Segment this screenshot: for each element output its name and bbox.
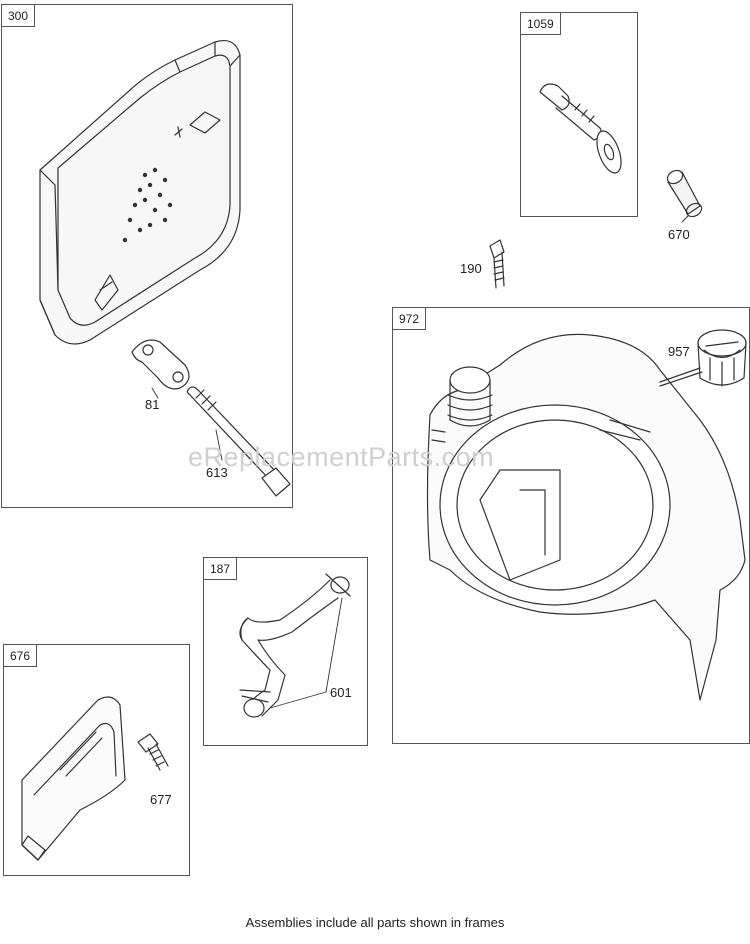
callout-81: 81 [145,397,160,412]
frame-187-label: 187 [203,557,238,580]
breather-tube-drawing [239,573,351,718]
guard-screw-drawing [137,733,169,771]
muffler-drawing [39,39,291,497]
callout-677: 677 [150,792,172,807]
callout-601: 601 [330,685,352,700]
spacer-drawing [666,169,703,218]
frame-1059: 1059 [520,12,638,217]
watermark: eReplacementParts.com [188,442,495,472]
leader-lines [151,215,689,709]
callout-957: 957 [668,344,690,359]
screw-190-drawing [489,239,505,289]
frame-972-label: 972 [392,307,427,330]
frame-300-label: 300 [1,4,36,27]
footer-note: Assemblies include all parts shown in fr… [245,915,505,930]
frame-676: 676 [3,644,190,876]
frame-676-label: 676 [3,644,38,667]
frame-187: 187 [203,557,368,746]
muffler-guard-drawing [21,696,126,861]
callout-190: 190 [460,261,482,276]
frame-1059-label: 1059 [520,12,561,35]
spark-plug-boot-drawing [659,329,747,387]
screw-washer-drawing [539,83,622,174]
callout-613: 613 [206,465,228,480]
frame-300: 300 [1,4,293,508]
blower-housing-drawing [426,333,746,701]
callout-670: 670 [668,227,690,242]
